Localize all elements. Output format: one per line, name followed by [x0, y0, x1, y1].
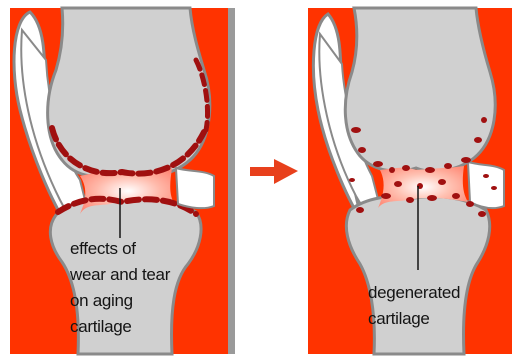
panel-divider — [228, 8, 235, 354]
right-femur — [345, 8, 495, 171]
left-caption-line-1: effects of — [70, 239, 136, 258]
right-panel-knee-joint: degenerated cartilage — [308, 8, 512, 354]
right-caption-line-1: degenerated — [368, 283, 460, 302]
left-caption-line-3: on aging — [70, 291, 133, 310]
left-caption-line-2: wear and tear — [69, 265, 171, 284]
right-meniscus — [468, 162, 504, 208]
left-meniscus — [176, 168, 214, 208]
right-arrow-icon — [250, 159, 298, 184]
right-caption-line-2: cartilage — [368, 309, 430, 328]
left-femur — [48, 8, 210, 176]
left-panel-knee-joint: effects of wear and tear on aging cartil… — [10, 8, 228, 354]
left-caption-line-4: cartilage — [70, 317, 132, 336]
